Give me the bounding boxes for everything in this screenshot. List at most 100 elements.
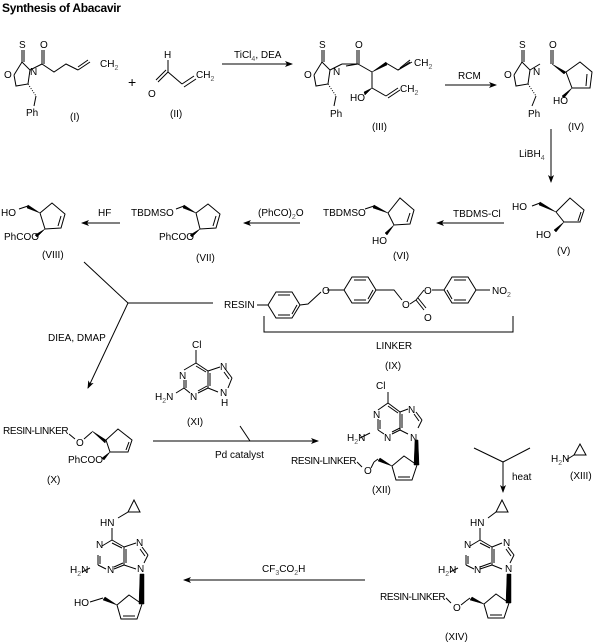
reagent-Pd-catalyst: Pd catalyst — [215, 450, 264, 461]
compound-VII: TBDMSO PhCOO (VII) — [131, 203, 221, 264]
compound-I: S O O N CH2 Ph (I) — [4, 40, 118, 123]
reagent-HF: HF — [98, 208, 111, 219]
atom-N: N — [30, 67, 37, 78]
atom-O: O — [4, 70, 12, 81]
atom-N: N — [474, 565, 481, 576]
convergent-line — [473, 447, 504, 463]
atom-H2N: H2N — [155, 392, 173, 405]
atom-N: N — [373, 410, 380, 421]
atom-N: N — [333, 67, 340, 78]
compound-XII: Cl N N N N H2N RESIN-LINKER O (XII) — [291, 381, 423, 496]
atom-CH2: CH2 — [400, 84, 418, 97]
convergent-line — [502, 447, 531, 463]
atom-S: S — [19, 40, 26, 51]
atom-HO: HO — [553, 96, 568, 107]
atom-CH2: CH2 — [100, 59, 118, 72]
atom-O: O — [304, 70, 312, 81]
compound-IV: S O O N HO Ph (IV) — [504, 40, 593, 133]
atom-N: N — [533, 67, 540, 78]
atom-N: N — [220, 362, 227, 373]
atom-HO: HO — [536, 230, 551, 241]
atom-CH2: CH2 — [196, 70, 214, 83]
atom-N: N — [137, 564, 144, 575]
atom-TBDMSO: TBDMSO — [131, 208, 174, 219]
reagent-LiBH4: LiBH4 — [519, 149, 545, 162]
scheme-title: Synthesis of Abacavir — [2, 1, 121, 15]
atom-RESIN: RESIN — [224, 300, 255, 311]
compound-label: (XIII) — [570, 471, 592, 482]
atom-Ph: Ph — [528, 109, 540, 120]
atom-RESIN-LINKER: RESIN-LINKER — [3, 426, 68, 437]
atom-H2N: H2N — [551, 454, 569, 467]
atom-O: O — [549, 40, 557, 51]
atom-HO: HO — [512, 202, 527, 213]
convergent-line — [239, 425, 251, 442]
reaction-arrow — [87, 302, 129, 389]
atom-O: O — [504, 70, 512, 81]
atom-O: O — [76, 438, 84, 449]
atom-N: N — [408, 405, 415, 416]
atom-O: O — [322, 286, 330, 297]
atom-N: N — [136, 538, 143, 549]
atom-N: N — [190, 392, 197, 403]
atom-S: S — [319, 40, 326, 51]
compound-XI: Cl N N N N H H2N (XI) — [155, 340, 233, 428]
atom-TBDMSO: TBDMSO — [323, 208, 366, 219]
atom-Ph: Ph — [330, 109, 342, 120]
atom-N: N — [96, 540, 103, 551]
atom-O: O — [424, 286, 432, 297]
compound-label: (XIV) — [445, 632, 468, 642]
atom-O: O — [424, 313, 432, 324]
compound-XIII: H2N (XIII) — [551, 442, 592, 482]
compound-VIII: HO PhCOO (VIII) — [1, 202, 66, 261]
reagent-RCM: RCM — [458, 71, 481, 82]
atom-HO: HO — [74, 598, 89, 609]
atom-Cl: Cl — [376, 381, 385, 392]
atom-N: N — [410, 433, 417, 444]
compound-IX: RESIN O O O O NO2 LINKER (IX) — [224, 276, 514, 372]
convergent-line — [83, 261, 129, 304]
atom-N: N — [107, 565, 114, 576]
atom-HO: HO — [350, 93, 365, 104]
compound-abacavir: HN N N N N H2N HO — [70, 498, 149, 620]
compound-label: (XII) — [372, 485, 391, 496]
reagent-DIEA-DMAP: DIEA, DMAP — [48, 333, 106, 344]
atom-O: O — [453, 603, 461, 614]
atom-H: H — [164, 50, 171, 61]
atom-N: N — [464, 540, 471, 551]
atom-N: N — [505, 564, 512, 575]
atom-H2N: H2N — [70, 565, 88, 578]
compound-label: (I) — [70, 112, 79, 123]
compound-label: (VI) — [393, 251, 409, 262]
atom-O: O — [364, 466, 372, 477]
compound-V: HO HO (V) — [512, 197, 585, 257]
atom-N: N — [503, 538, 510, 549]
compound-II: H O CH2 (II) — [148, 50, 214, 120]
atom-O: O — [402, 300, 410, 311]
atom-PhCOO: PhCOO — [68, 455, 103, 466]
reagent-heat: heat — [512, 472, 532, 483]
compound-label: (V) — [557, 246, 570, 257]
atom-H2N: H2N — [347, 433, 365, 446]
atom-HN: HN — [470, 518, 484, 529]
atom-RESIN-LINKER: RESIN-LINKER — [291, 456, 356, 467]
compound-label: (III) — [372, 122, 387, 133]
compound-label: (IV) — [568, 122, 584, 133]
atom-HN: HN — [100, 518, 114, 529]
atom-PhCOO: PhCOO — [159, 232, 194, 243]
linker-bracket — [263, 316, 514, 333]
atom-Cl: Cl — [192, 340, 201, 351]
atom-N: N — [220, 388, 227, 399]
compound-label: (VIII) — [42, 250, 64, 261]
atom-RESIN-LINKER: RESIN-LINKER — [380, 592, 445, 603]
atom-HO: HO — [1, 208, 16, 219]
atom-N: N — [179, 371, 186, 382]
compound-VI: TBDMSO HO (VI) — [323, 197, 415, 262]
atom-NO2: NO2 — [492, 286, 511, 299]
atom-PhCOO: PhCOO — [4, 232, 39, 243]
compound-label: (X) — [47, 475, 60, 486]
atom-S: S — [519, 40, 526, 51]
linker-label: LINKER — [376, 341, 412, 352]
compound-label: (VII) — [196, 253, 215, 264]
compound-label: (IX) — [385, 361, 401, 372]
